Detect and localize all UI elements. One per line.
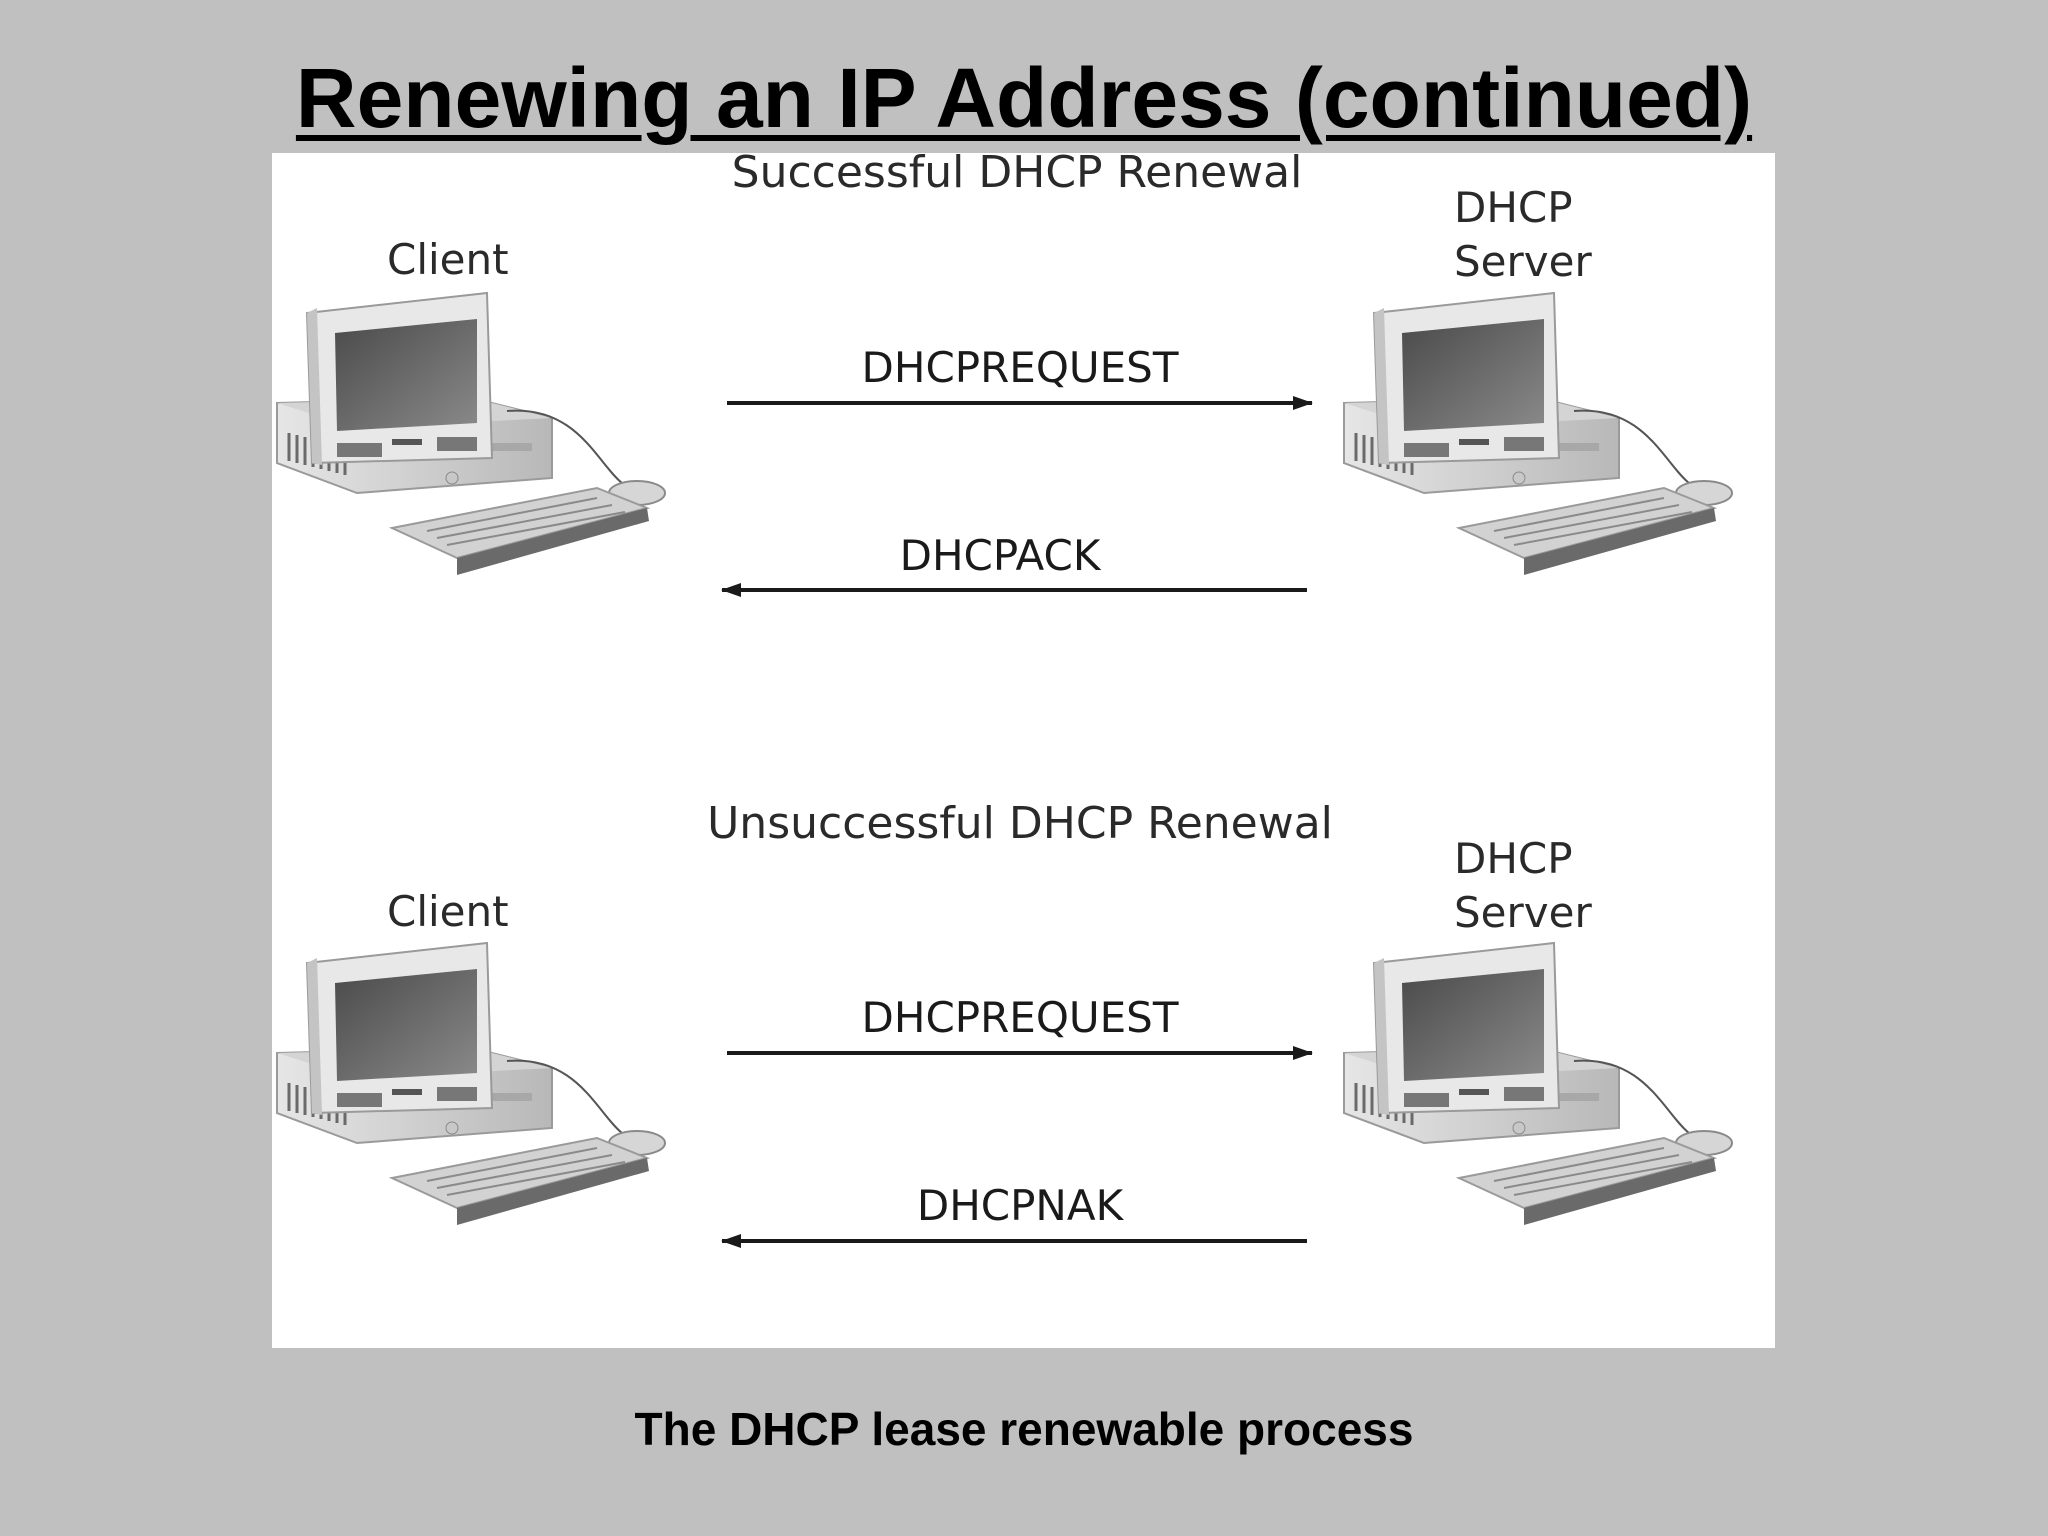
client-label: Client bbox=[387, 235, 509, 284]
client-label: Client bbox=[387, 887, 509, 936]
server-computer-icon bbox=[1342, 941, 1734, 1227]
message-label-ack: DHCPACK bbox=[899, 531, 1101, 580]
server-computer-icon bbox=[1342, 291, 1734, 577]
message-label-request: DHCPREQUEST bbox=[861, 993, 1179, 1042]
figure-caption: The DHCP lease renewable process bbox=[634, 1403, 1414, 1455]
client-computer-icon bbox=[275, 941, 667, 1227]
server-label-line1: DHCP bbox=[1454, 834, 1573, 883]
panel-heading-unsuccessful: Unsuccessful DHCP Renewal bbox=[707, 798, 1333, 849]
message-label-request: DHCPREQUEST bbox=[861, 343, 1179, 392]
server-label-line2: Server bbox=[1454, 237, 1592, 286]
slide-title: Renewing an IP Address (continued) bbox=[295, 51, 1753, 145]
server-label-line1: DHCP bbox=[1454, 183, 1573, 232]
diagram-canvas bbox=[275, 291, 1734, 1248]
message-label-nak: DHCPNAK bbox=[916, 1181, 1124, 1230]
server-label-line2: Server bbox=[1454, 888, 1592, 937]
panel-heading-successful: Successful DHCP Renewal bbox=[731, 147, 1303, 198]
dhcp-renewal-diagram: Successful DHCP Renewal Client DHCP Serv… bbox=[272, 147, 1775, 1348]
client-computer-icon bbox=[275, 291, 667, 577]
